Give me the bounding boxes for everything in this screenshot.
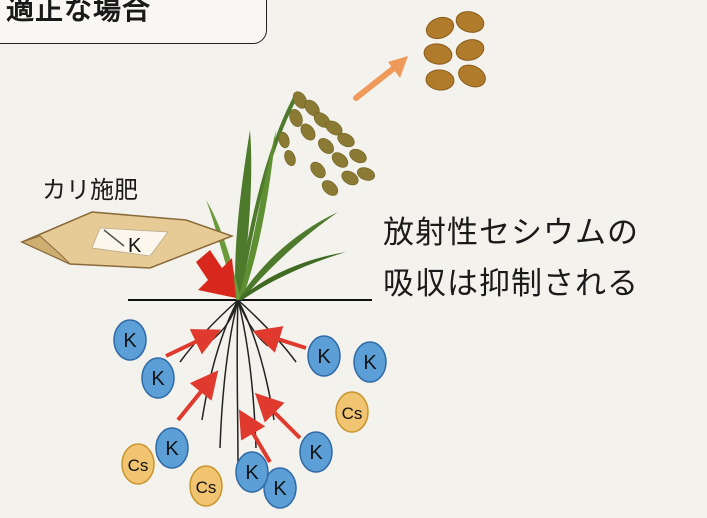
- potassium-ion-label: K: [245, 462, 259, 484]
- cesium-ion-label: Cs: [196, 478, 217, 497]
- potassium-ion: K: [114, 320, 146, 360]
- potassium-ion-label: K: [317, 346, 331, 368]
- potassium-ion-label: K: [309, 442, 323, 464]
- cesium-ion: Cs: [122, 444, 154, 484]
- roots: [180, 300, 296, 468]
- cesium-ion-label: Cs: [128, 456, 149, 475]
- potassium-ion: K: [264, 468, 296, 508]
- potassium-ion: K: [236, 452, 268, 492]
- potassium-ion-label: K: [123, 330, 137, 352]
- cesium-ion-label: Cs: [342, 404, 363, 423]
- rice-grains: [422, 9, 488, 91]
- result-text-line1: 放射性セシウムの: [383, 207, 639, 252]
- potassium-ion-label: K: [363, 352, 377, 374]
- fertilizer-label: カリ施肥: [42, 170, 138, 205]
- potassium-ion-label: K: [273, 478, 287, 500]
- potassium-ion: K: [308, 336, 340, 376]
- cesium-ion: Cs: [336, 392, 368, 432]
- fertilizer-arrow: [196, 250, 236, 298]
- potassium-ion-label: K: [165, 438, 179, 460]
- potassium-ion: K: [354, 342, 386, 382]
- potassium-ion-label: K: [151, 368, 165, 390]
- potassium-ion: K: [142, 358, 174, 398]
- result-text-line2: 吸収は抑制される: [383, 258, 639, 303]
- header-title: 適正な場合: [6, 0, 151, 28]
- grain-arrow: [356, 56, 408, 98]
- potassium-ion: K: [300, 432, 332, 472]
- cesium-ion: Cs: [190, 466, 222, 506]
- fertilizer-bag-letter: K: [128, 235, 142, 257]
- potassium-ion: K: [156, 428, 188, 468]
